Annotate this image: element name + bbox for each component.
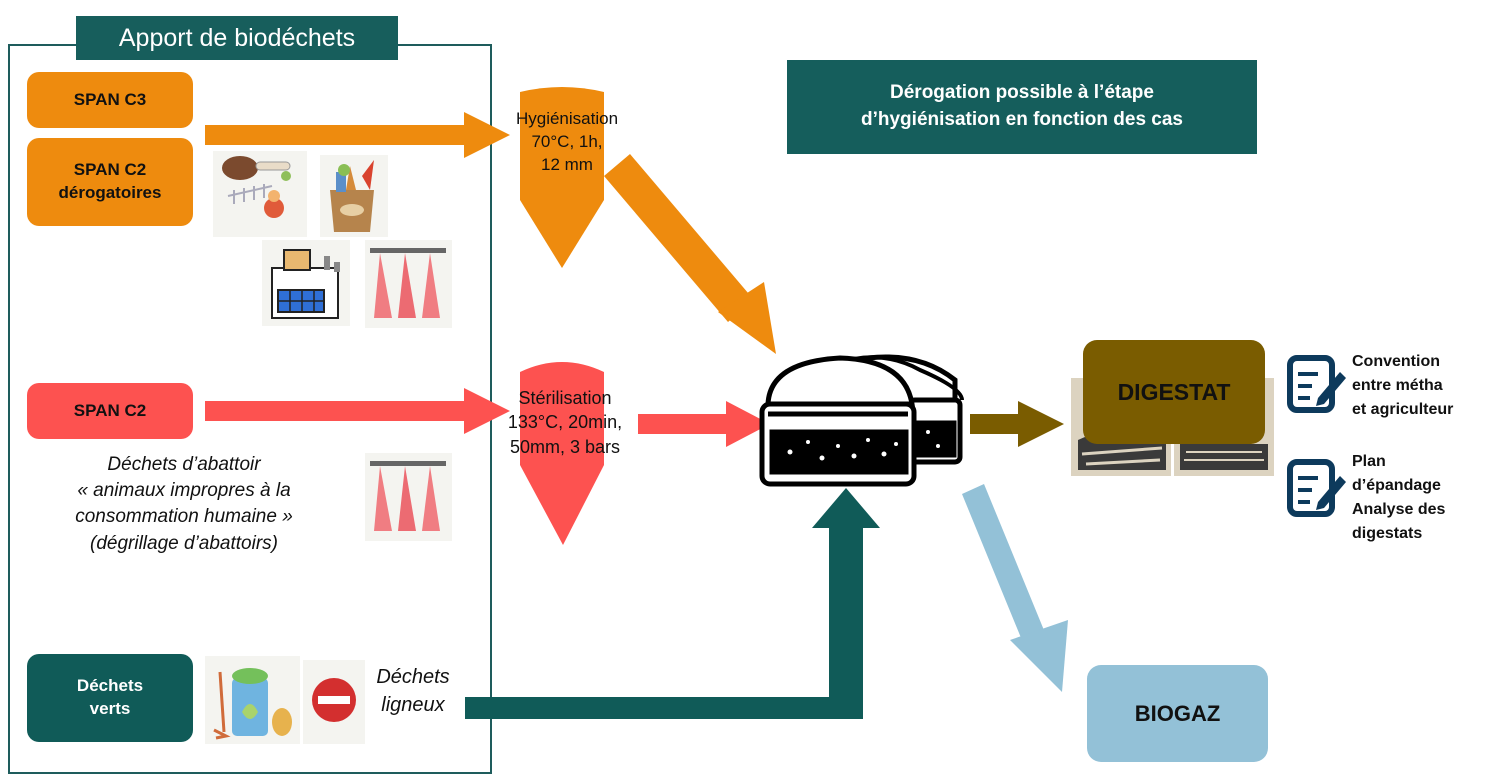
hygienisation-line-3: 12 mm	[541, 154, 593, 174]
hygienisation-line-1: Hygiénisation	[515, 109, 619, 128]
sterilisation-label: Stérilisation 133°C, 20min, 50mm, 3 bars	[486, 386, 644, 459]
plan-line-2: d’épandage	[1352, 477, 1441, 494]
plan-line-1: Plan	[1352, 453, 1386, 470]
derogation-line-2: d’hygiénisation en fonction des cas	[861, 109, 1183, 130]
abattoir-line-2: « animaux impropres à la	[77, 480, 291, 502]
convention-line-1: Convention	[1352, 353, 1440, 370]
document-edit-icon	[1287, 459, 1346, 517]
meat-hooks-icon	[365, 453, 452, 541]
woody-waste-line-2: ligneux	[381, 693, 445, 716]
grocery-bag-icon	[320, 155, 388, 237]
green-waste-label-1: Déchets	[76, 676, 144, 696]
biogaz-label: BIOGAZ	[1134, 700, 1221, 726]
span-c2-label: SPAN C2	[73, 400, 147, 420]
span-c2-derogatory-label-1: SPAN C2	[73, 160, 147, 180]
hygienisation-funnel	[520, 87, 604, 268]
digester-icon	[759, 354, 964, 487]
convention-line-3: et agriculteur	[1352, 401, 1454, 418]
green-waste-box: Déchets verts	[27, 654, 193, 742]
digestat-label: DIGESTAT	[1117, 378, 1231, 405]
red-input-arrow	[205, 388, 510, 434]
abattoir-line-1: Déchets d’abattoir	[107, 454, 261, 475]
abattoir-line-3: consommation humaine »	[75, 506, 293, 528]
derogation-note: Dérogation possible à l’étape d’hygiénis…	[787, 60, 1257, 154]
spreading-plan-note: Plan d’épandage Analyse des digestats	[1352, 450, 1488, 546]
span-c3-label: SPAN C3	[73, 89, 147, 109]
no-entry-icon	[303, 660, 365, 744]
sterilisation-funnel	[520, 362, 604, 545]
span-c2-derogatory-label-2: dérogatoires	[58, 183, 162, 202]
factory-icon	[262, 240, 350, 326]
brown-digestat-arrow	[970, 401, 1064, 447]
green-waste-bag-icon	[205, 656, 300, 744]
span-c2-box: SPAN C2	[27, 383, 193, 439]
green-waste-label-2: verts	[89, 699, 131, 718]
plan-line-3: Analyse des	[1352, 501, 1446, 518]
sterilisation-line-1: Stérilisation	[518, 388, 612, 408]
woody-waste-line-1: Déchets	[376, 666, 450, 688]
teal-digester-arrow	[465, 488, 880, 719]
panel-title: Apport de biodéchets	[76, 16, 398, 60]
document-edit-icon	[1287, 355, 1346, 413]
red-digester-arrow	[638, 401, 770, 447]
abattoir-line-4: (dégrillage d’abattoirs)	[90, 532, 278, 554]
meat-hooks-icon	[365, 240, 452, 328]
span-c2-derogatory-box: SPAN C2 dérogatoires	[27, 138, 193, 226]
digestat-box: DIGESTAT	[1083, 340, 1265, 444]
biogaz-box: BIOGAZ	[1087, 665, 1268, 762]
abattoir-description: Déchets d’abattoir « animaux impropres à…	[14, 452, 354, 557]
derogation-line-1: Dérogation possible à l’étape	[890, 82, 1154, 104]
convention-line-2: entre métha	[1352, 377, 1443, 394]
span-c3-box: SPAN C3	[27, 72, 193, 128]
orange-digester-arrow	[604, 154, 776, 354]
sterilisation-line-3: 50mm, 3 bars	[509, 436, 621, 457]
hygienisation-label: Hygiénisation 70°C, 1h, 12 mm	[492, 108, 642, 177]
food-waste-icon	[213, 151, 307, 237]
woody-waste-label: Déchets ligneux	[358, 664, 468, 719]
hygienisation-line-2: 70°C, 1h,	[531, 131, 603, 151]
plan-line-4: digestats	[1352, 525, 1423, 542]
orange-input-arrow	[205, 112, 510, 158]
blue-biogaz-arrow	[962, 484, 1068, 692]
convention-note: Convention entre métha et agriculteur	[1352, 350, 1488, 422]
sterilisation-line-2: 133°C, 20min,	[507, 412, 623, 433]
